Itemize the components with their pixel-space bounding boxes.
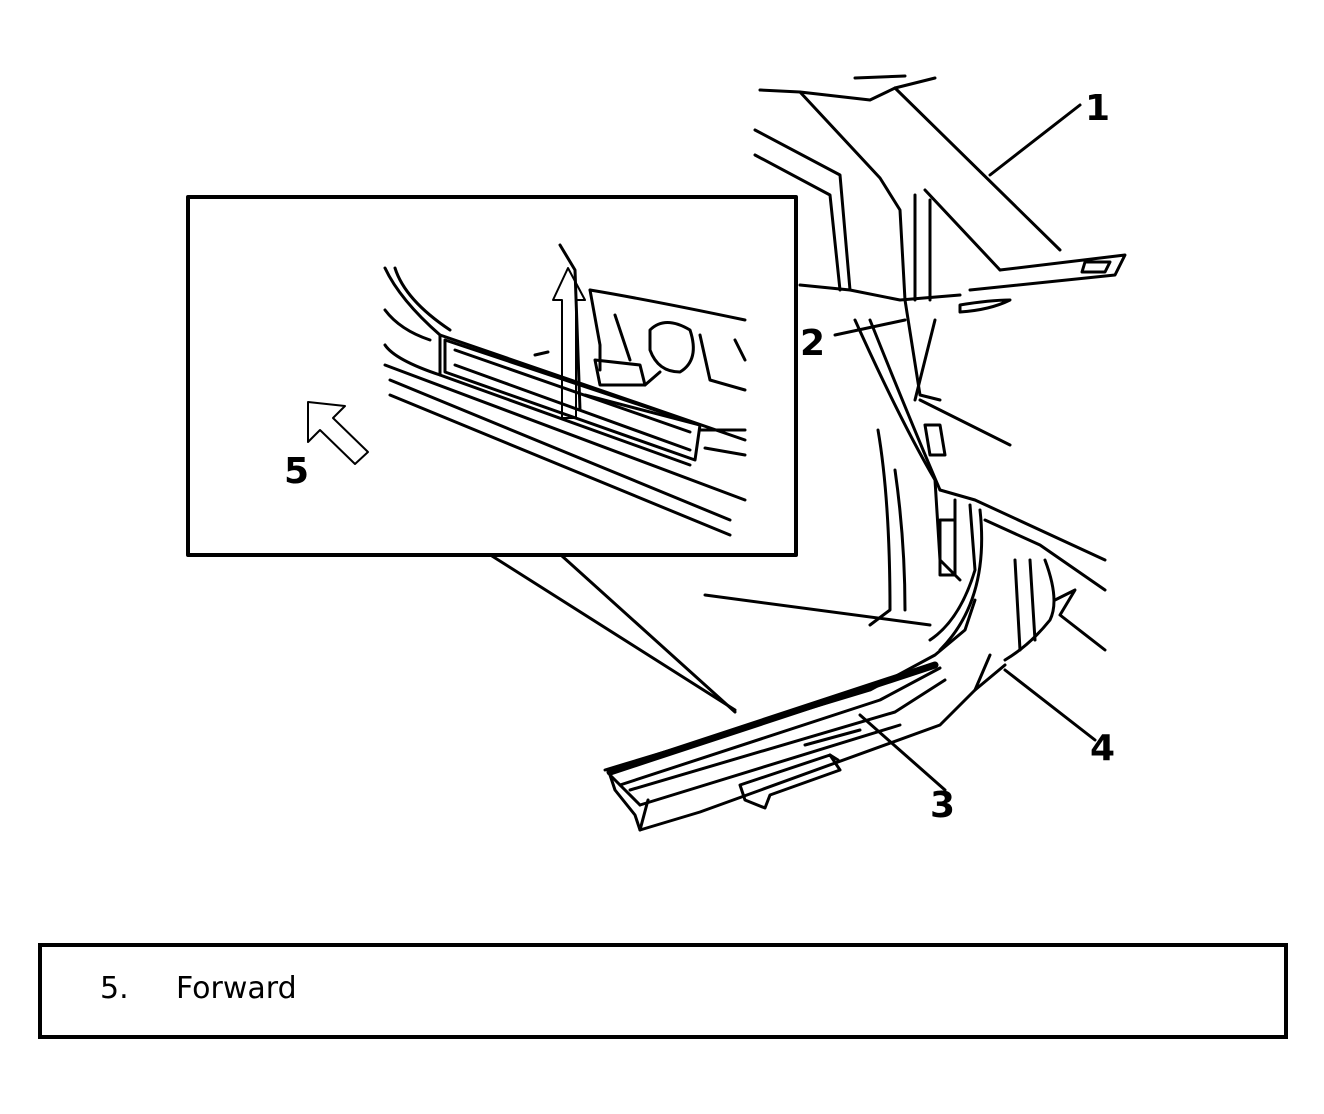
- callout-2-leader: [833, 318, 907, 337]
- legend-box: 5. Forward: [38, 943, 1288, 1039]
- body-structure: [490, 74, 1127, 832]
- callout-3-leader: [858, 713, 947, 792]
- callout-2: 2: [800, 323, 825, 364]
- inset-frame: [186, 195, 798, 557]
- legend-item-label: Forward: [176, 971, 297, 1006]
- inset-detail: [186, 195, 798, 557]
- up-arrow: [552, 267, 586, 419]
- callout-4: 4: [1090, 728, 1115, 769]
- legend-item-number: 5.: [100, 971, 129, 1006]
- callout-1-leader: [988, 103, 1082, 177]
- callout-3: 3: [930, 785, 955, 826]
- callout-5-inset: 5: [284, 451, 309, 492]
- rocker-sill-illustration: 1 2 3 4 5: [186, 74, 1127, 832]
- forward-arrow-icon: [307, 401, 369, 465]
- callout-4-leader: [1003, 668, 1097, 742]
- legend-item: 5. Forward: [100, 971, 297, 1006]
- callout-1: 1: [1085, 88, 1110, 129]
